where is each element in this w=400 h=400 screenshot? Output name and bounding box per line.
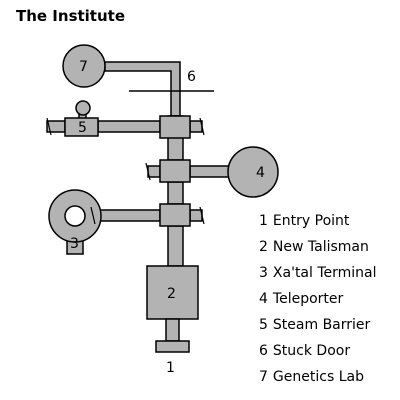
marker-6: 6 [187, 69, 196, 85]
marker-3: 3 [70, 236, 79, 252]
legend-number: 4 [259, 291, 268, 307]
legend-label: Stuck Door [272, 343, 351, 359]
legend-label: Genetics Lab [272, 369, 364, 385]
legend-label: New Talisman [272, 239, 369, 255]
legend-number: 2 [259, 239, 268, 255]
door-tick [46, 117, 52, 136]
corridor-main-mid [167, 181, 184, 205]
map-geometry [46, 44, 279, 353]
junction-lower [159, 203, 191, 227]
room-steam-barrier [64, 117, 99, 137]
corridor-genetics-lab [104, 61, 181, 117]
corridor-main-south [167, 225, 184, 267]
room-genetics-lab [62, 44, 106, 88]
corridor-east-upper [189, 120, 203, 133]
terminal-core [64, 205, 86, 227]
marker-5: 5 [78, 120, 87, 136]
door-tick [145, 162, 151, 181]
corridor-west-terminal [91, 209, 161, 222]
marker-2: 2 [167, 286, 176, 302]
legend-number: 3 [259, 265, 268, 281]
room-teleporter [227, 146, 279, 198]
junction-upper [159, 115, 191, 139]
door-tick [199, 206, 205, 225]
map-title: The Institute [16, 7, 125, 25]
marker-4: 4 [256, 165, 265, 181]
legend-number: 1 [259, 213, 268, 229]
legend-number: 7 [259, 369, 268, 385]
legend-label: Xa'tal Terminal [272, 265, 377, 281]
legend-number: 6 [259, 343, 268, 359]
legend-label: Steam Barrier [272, 317, 371, 333]
marker-7: 7 [79, 59, 88, 75]
corridor-west-mid [147, 165, 161, 178]
corridor-entry [165, 318, 180, 342]
steam-node [75, 100, 91, 116]
legend-label: Entry Point [272, 213, 350, 229]
marker-1: 1 [166, 360, 175, 376]
door-tick [199, 117, 205, 136]
door-tick [90, 206, 96, 225]
corridor-west-upper [97, 120, 161, 133]
legend-number: 5 [259, 317, 268, 333]
junction-mid [159, 159, 191, 183]
corridor-east-lower [189, 209, 203, 222]
legend-label: Teleporter [272, 291, 344, 307]
room-entry-point [155, 340, 190, 353]
